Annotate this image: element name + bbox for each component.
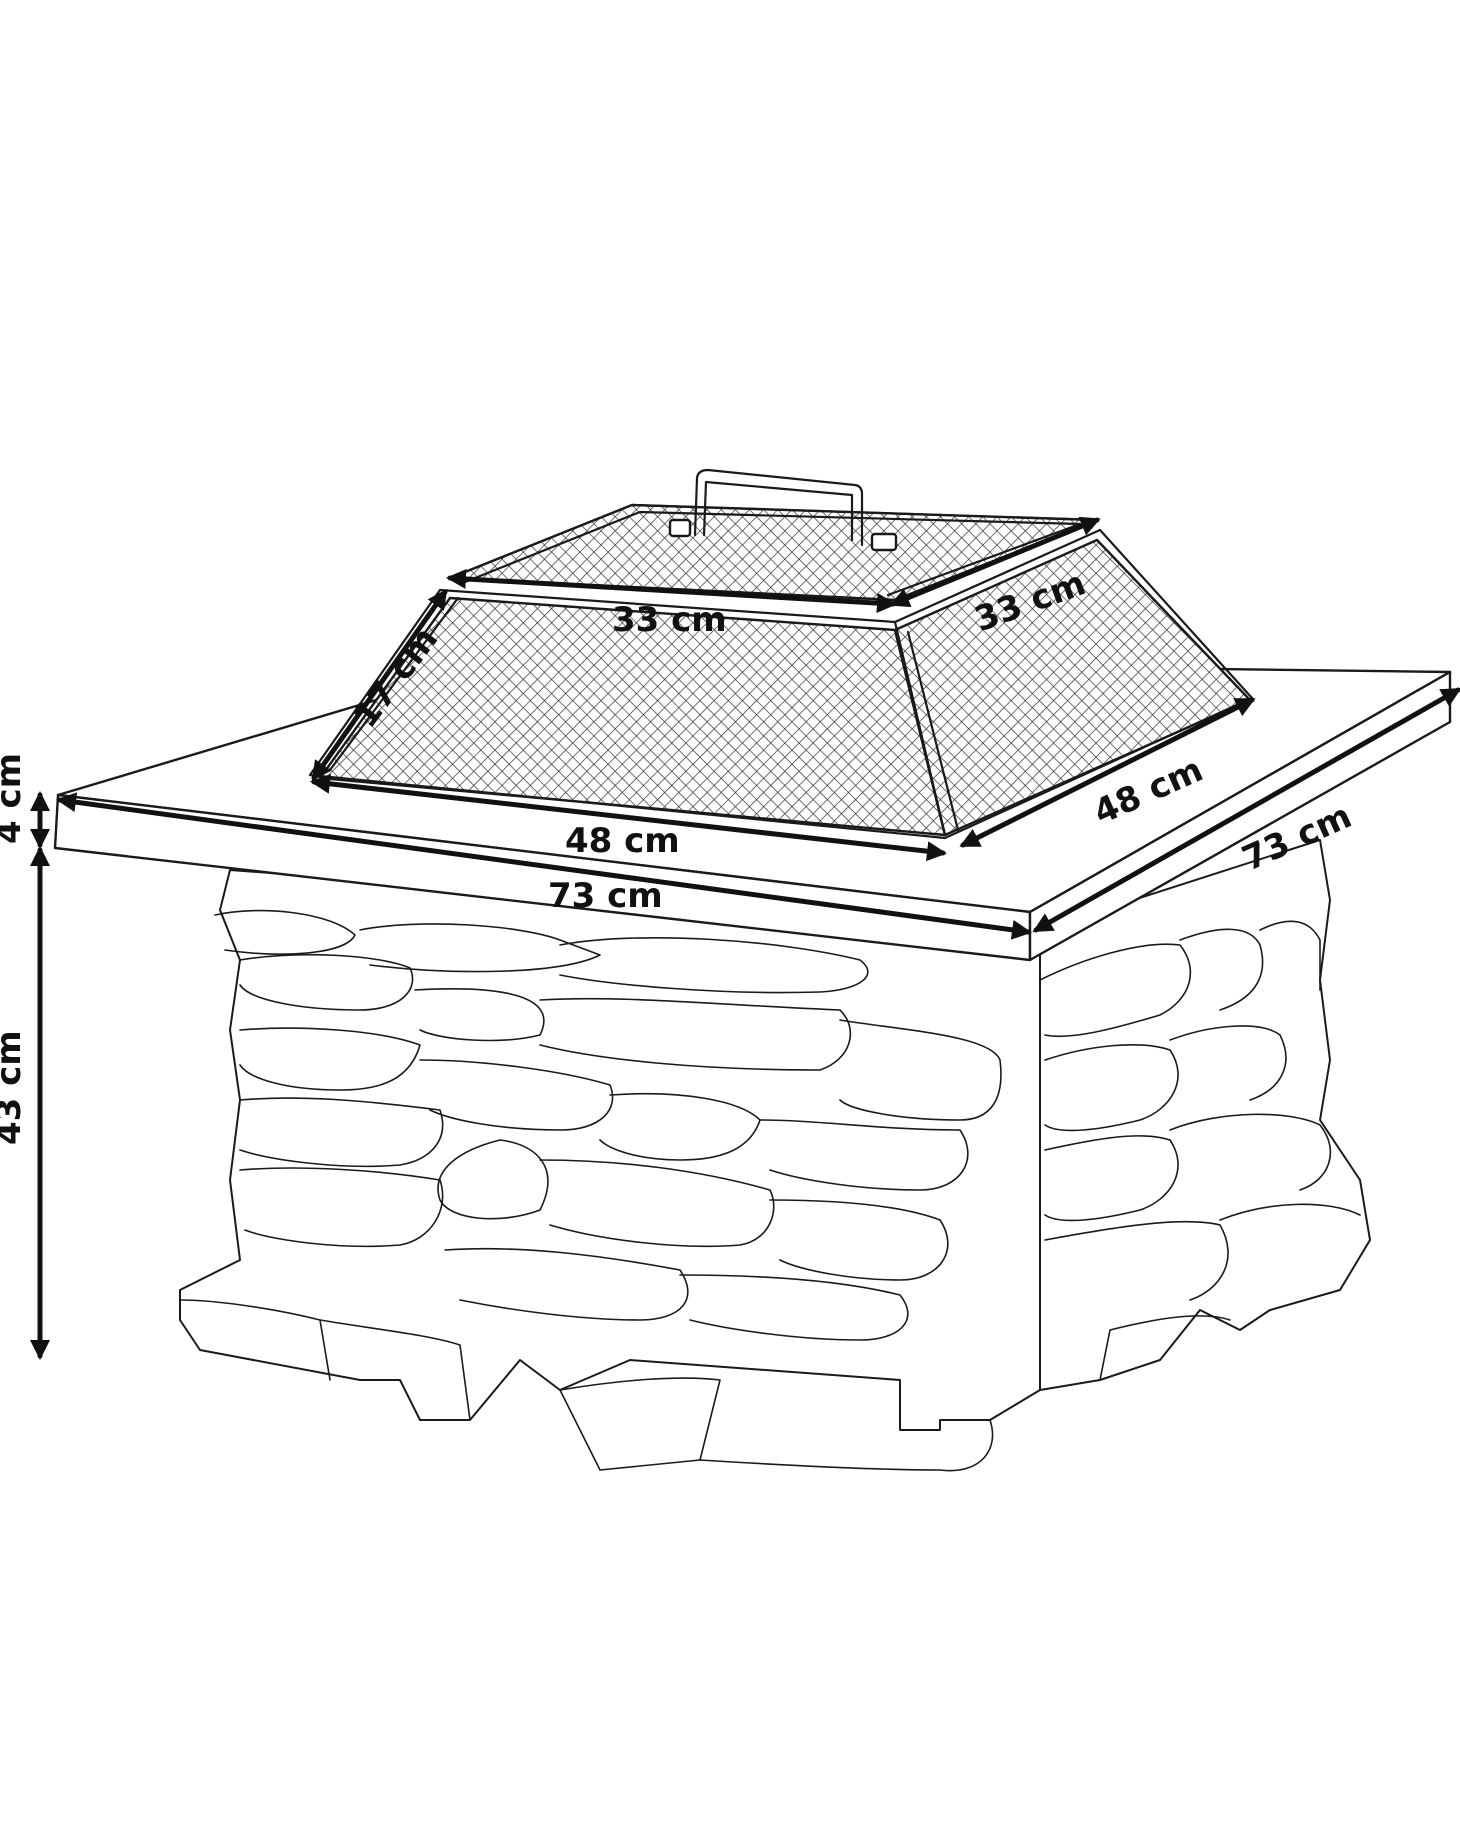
dim-line-screen-top-width — [446, 568, 897, 614]
label-base-height: 43 cm — [0, 1030, 29, 1145]
label-screen-bottom-width: 48 cm — [565, 821, 680, 861]
label-screen-top-width: 33 cm — [612, 600, 727, 640]
dimension-lines — [30, 516, 1460, 1360]
dim-line-table-width — [56, 792, 1032, 940]
label-table-width: 73 cm — [548, 876, 663, 916]
stone-base — [179, 839, 1371, 1472]
dim-line-screen-height — [311, 588, 448, 782]
label-top-thickness: 4 cm — [0, 753, 29, 844]
dim-line-screen-top-depth — [889, 516, 1101, 608]
dim-line-table-depth — [1032, 687, 1460, 933]
